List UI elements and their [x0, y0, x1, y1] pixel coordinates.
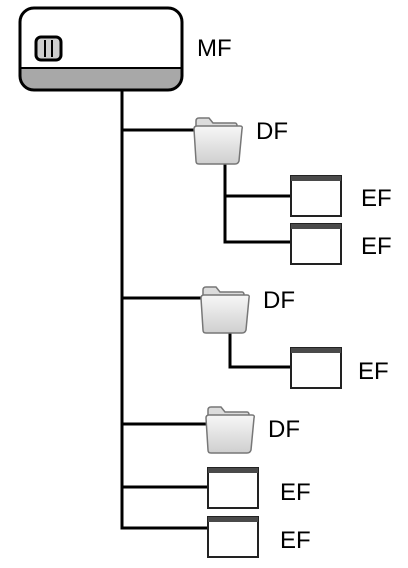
mf-label: MF — [197, 35, 232, 62]
file-icon — [290, 175, 342, 217]
ef-label: EF — [280, 527, 311, 554]
ef-label: EF — [361, 233, 392, 260]
file-icon — [207, 467, 259, 509]
file-icon — [290, 347, 342, 389]
folder-icon — [205, 406, 255, 454]
file-icon — [290, 223, 342, 265]
df-label: DF — [256, 118, 288, 145]
folder-icon — [200, 286, 250, 334]
ef-label: EF — [280, 479, 311, 506]
mf-card-icon — [18, 6, 184, 92]
file-icon — [207, 516, 259, 558]
df-label: DF — [268, 416, 300, 443]
tree-connectors — [120, 88, 292, 530]
df-label: DF — [263, 287, 295, 314]
folder-icon — [193, 117, 243, 165]
ef-label: EF — [358, 358, 389, 385]
chip-icon — [34, 35, 63, 62]
ef-label: EF — [361, 185, 392, 212]
